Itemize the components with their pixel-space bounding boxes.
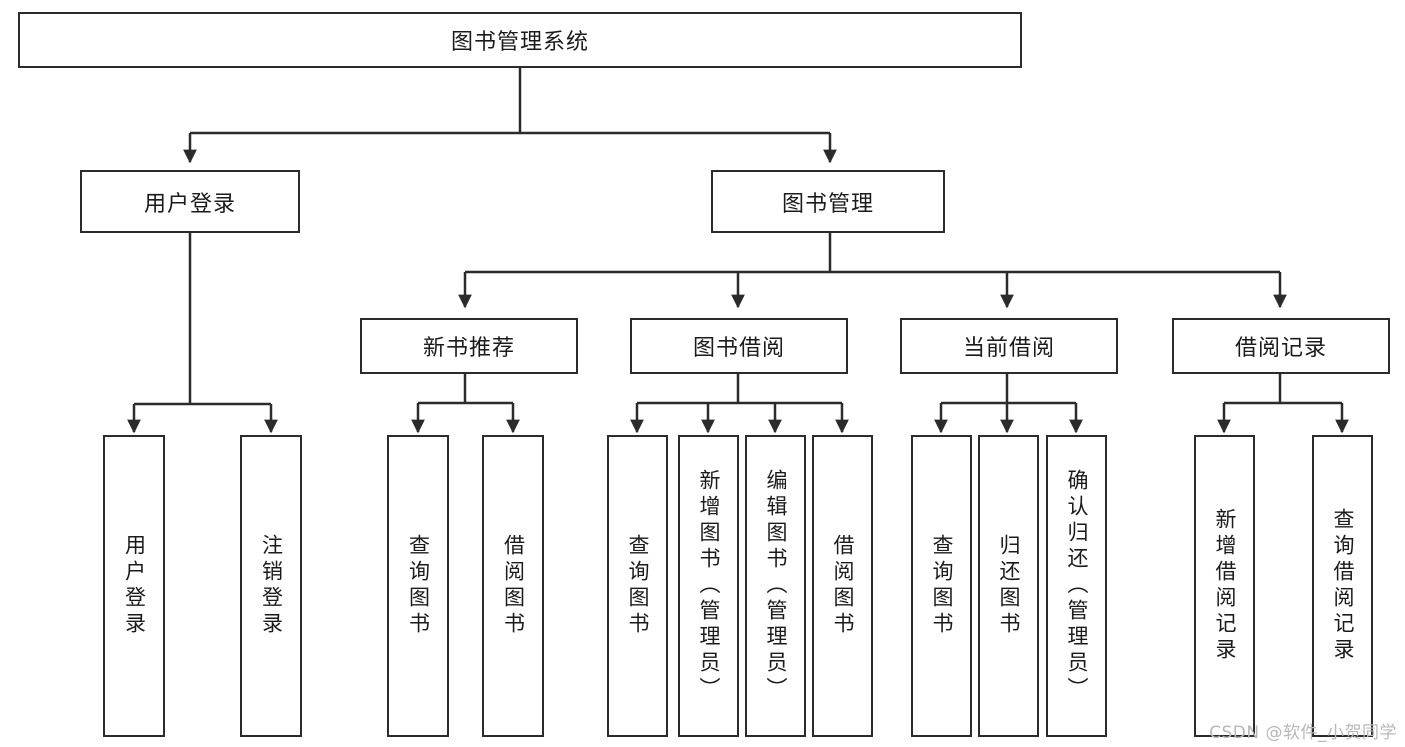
leaf-user-logout-label: 注销登录 bbox=[259, 534, 284, 638]
node-user-login-label: 用户登录 bbox=[143, 191, 236, 217]
leaf-borrow-borrow-book-label: 借阅图书 bbox=[831, 534, 855, 638]
leaf-record-query[interactable]: 查询借阅记录 bbox=[1312, 435, 1373, 737]
leaf-user-login-label: 用户登录 bbox=[122, 534, 147, 638]
leaf-current-query-book[interactable]: 查询图书 bbox=[911, 435, 972, 737]
leaf-current-confirm-return-label: 确认归还（管理员） bbox=[1065, 469, 1089, 703]
leaf-recommend-borrow-book[interactable]: 借阅图书 bbox=[482, 435, 544, 737]
node-book-management[interactable]: 图书管理 bbox=[711, 170, 945, 233]
leaf-record-add[interactable]: 新增借阅记录 bbox=[1194, 435, 1255, 737]
leaf-record-add-label: 新增借阅记录 bbox=[1213, 508, 1237, 664]
node-book-borrow-label: 图书借阅 bbox=[692, 336, 785, 361]
leaf-borrow-borrow-book[interactable]: 借阅图书 bbox=[812, 435, 873, 737]
leaf-borrow-query-book[interactable]: 查询图书 bbox=[607, 435, 668, 737]
leaf-borrow-add-book[interactable]: 新增图书（管理员） bbox=[678, 435, 739, 737]
node-current-borrow-label: 当前借阅 bbox=[962, 336, 1055, 361]
node-current-borrow[interactable]: 当前借阅 bbox=[900, 318, 1118, 374]
leaf-borrow-edit-book[interactable]: 编辑图书（管理员） bbox=[745, 435, 806, 737]
leaf-current-return-book-label: 归还图书 bbox=[997, 534, 1021, 638]
leaf-current-query-book-label: 查询图书 bbox=[930, 534, 954, 638]
node-new-book-recommend[interactable]: 新书推荐 bbox=[360, 318, 578, 374]
leaf-record-query-label: 查询借阅记录 bbox=[1331, 508, 1355, 664]
leaf-recommend-query-book[interactable]: 查询图书 bbox=[387, 435, 449, 737]
leaf-user-login[interactable]: 用户登录 bbox=[103, 435, 165, 737]
leaf-borrow-add-book-label: 新增图书（管理员） bbox=[697, 469, 721, 703]
leaf-current-confirm-return[interactable]: 确认归还（管理员） bbox=[1046, 435, 1107, 737]
node-book-management-label: 图书管理 bbox=[781, 191, 874, 217]
leaf-borrow-edit-book-label: 编辑图书（管理员） bbox=[764, 469, 788, 703]
node-borrow-record[interactable]: 借阅记录 bbox=[1172, 318, 1390, 374]
leaf-current-return-book[interactable]: 归还图书 bbox=[978, 435, 1039, 737]
leaf-borrow-query-book-label: 查询图书 bbox=[626, 534, 650, 638]
leaf-user-logout[interactable]: 注销登录 bbox=[240, 435, 302, 737]
leaf-recommend-query-book-label: 查询图书 bbox=[406, 534, 431, 638]
node-root-label: 图书管理系统 bbox=[450, 30, 589, 55]
leaf-recommend-borrow-book-label: 借阅图书 bbox=[501, 534, 526, 638]
node-new-book-recommend-label: 新书推荐 bbox=[422, 336, 515, 361]
node-book-borrow[interactable]: 图书借阅 bbox=[630, 318, 848, 374]
node-borrow-record-label: 借阅记录 bbox=[1234, 336, 1327, 361]
node-root[interactable]: 图书管理系统 bbox=[18, 12, 1022, 68]
node-user-login[interactable]: 用户登录 bbox=[80, 170, 300, 233]
